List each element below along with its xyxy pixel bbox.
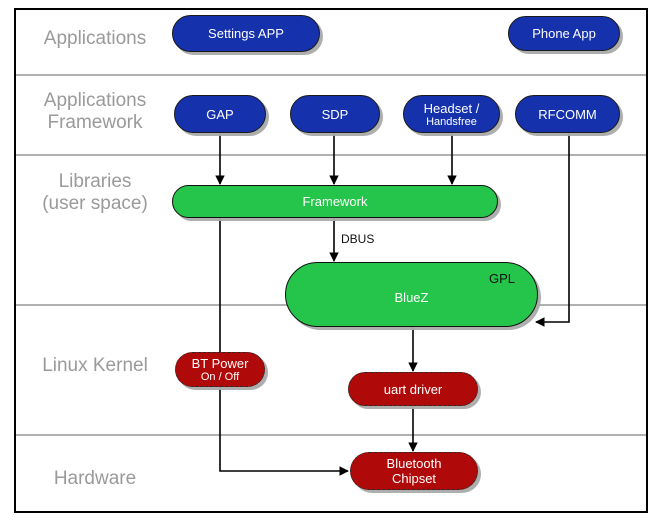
node-framework-label: Framework bbox=[302, 194, 368, 209]
layer-label-applications-framework: Applications Framework bbox=[43, 90, 147, 133]
node-sdp-label: SDP bbox=[321, 106, 349, 122]
edge-label-dbus: DBUS bbox=[341, 232, 375, 246]
node-bluez[interactable]: GPL BlueZ bbox=[285, 262, 538, 327]
divider-applications bbox=[16, 74, 646, 76]
node-bt-power-label: BT Power bbox=[191, 356, 249, 371]
node-uart-driver[interactable]: uart driver bbox=[348, 372, 478, 406]
node-bluetooth-chipset[interactable]: Bluetooth Chipset bbox=[350, 452, 478, 490]
node-settings-app-label: Settings APP bbox=[208, 26, 284, 41]
node-bluetooth-chipset-sublabel: Chipset bbox=[391, 471, 437, 486]
node-rfcomm[interactable]: RFCOMM bbox=[515, 95, 620, 133]
node-uart-driver-label: uart driver bbox=[383, 381, 443, 397]
node-gap[interactable]: GAP bbox=[174, 95, 266, 133]
node-sdp[interactable]: SDP bbox=[290, 95, 380, 133]
node-framework[interactable]: Framework bbox=[172, 185, 498, 218]
diagram-frame bbox=[14, 8, 648, 513]
layer-label-applications: Applications bbox=[43, 28, 147, 49]
divider-linux-kernel bbox=[16, 434, 646, 436]
node-headset-handsfree-sublabel: Handsfree bbox=[426, 115, 477, 128]
divider-applications-framework bbox=[16, 154, 646, 156]
node-bluetooth-chipset-label: Bluetooth bbox=[386, 456, 442, 471]
gpl-tag: GPL bbox=[488, 271, 515, 286]
node-headset-handsfree[interactable]: Headset / Handsfree bbox=[403, 95, 500, 133]
layer-label-libraries: Libraries (user space) bbox=[42, 171, 148, 214]
node-phone-app[interactable]: Phone App bbox=[508, 16, 620, 51]
layer-label-linux-kernel: Linux Kernel bbox=[42, 355, 148, 376]
node-bt-power[interactable]: BT Power On / Off bbox=[175, 352, 265, 387]
node-bluez-label: BlueZ bbox=[394, 290, 429, 305]
node-settings-app[interactable]: Settings APP bbox=[172, 15, 320, 52]
node-gap-label: GAP bbox=[206, 106, 234, 122]
layer-label-hardware: Hardware bbox=[53, 468, 137, 489]
node-bt-power-sublabel: On / Off bbox=[200, 371, 240, 383]
node-phone-app-label: Phone App bbox=[532, 26, 596, 41]
node-headset-handsfree-label: Headset / bbox=[423, 100, 480, 116]
node-rfcomm-label: RFCOMM bbox=[538, 106, 597, 122]
